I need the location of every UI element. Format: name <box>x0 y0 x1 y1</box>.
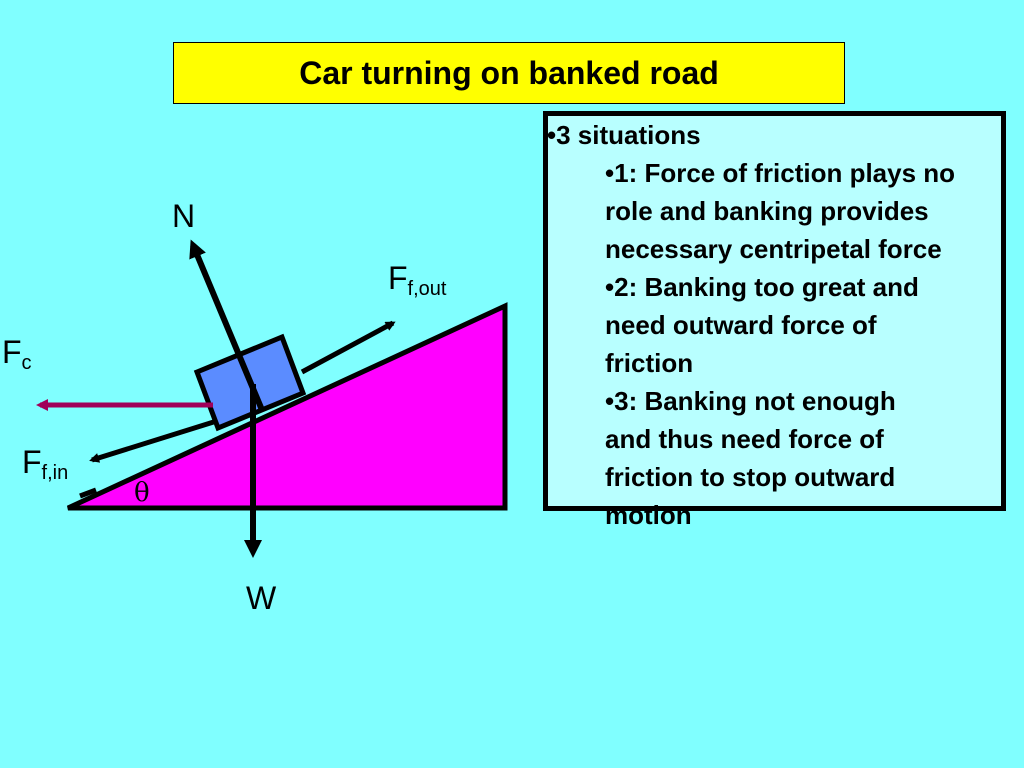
situation-3-line-3: friction to stop outward <box>605 462 896 492</box>
situation-2-line-2: need outward force of <box>605 310 877 340</box>
angle-tick <box>79 487 97 499</box>
situations-heading: •3 situations <box>547 120 701 150</box>
situation-1-line-2: role and banking provides <box>605 196 929 226</box>
incline-ramp <box>66 302 508 511</box>
normal-force-label: N <box>172 198 196 234</box>
situation-3-line-4: motion <box>605 500 692 530</box>
friction-in-arrow <box>89 417 221 463</box>
angle-theta-label: θ <box>134 478 150 508</box>
situation-2-line-3: friction <box>605 348 694 378</box>
centripetal-force-label: Fc <box>2 334 32 374</box>
slide-title-text: Car turning on banked road <box>299 54 719 91</box>
situation-3-line-2: and thus need force of <box>605 424 884 454</box>
weight-label: W <box>246 580 277 616</box>
situations-text: •3 situations •1: Force of friction play… <box>547 116 1007 534</box>
situation-1-line-1: •1: Force of friction plays no <box>605 158 956 188</box>
friction-out-label: Ff,out <box>388 260 447 300</box>
normal-force-arrow <box>189 239 265 412</box>
slide-title: Car turning on banked road <box>173 42 845 104</box>
situation-3-line-1: •3: Banking not enough <box>605 386 896 416</box>
situations-box <box>543 111 1006 511</box>
friction-in-label: Ff,in <box>22 444 69 484</box>
friction-out-arrow <box>300 320 396 375</box>
situation-2-line-1: •2: Banking too great and <box>605 272 919 302</box>
situation-1-line-3: necessary centripetal force <box>605 234 942 264</box>
